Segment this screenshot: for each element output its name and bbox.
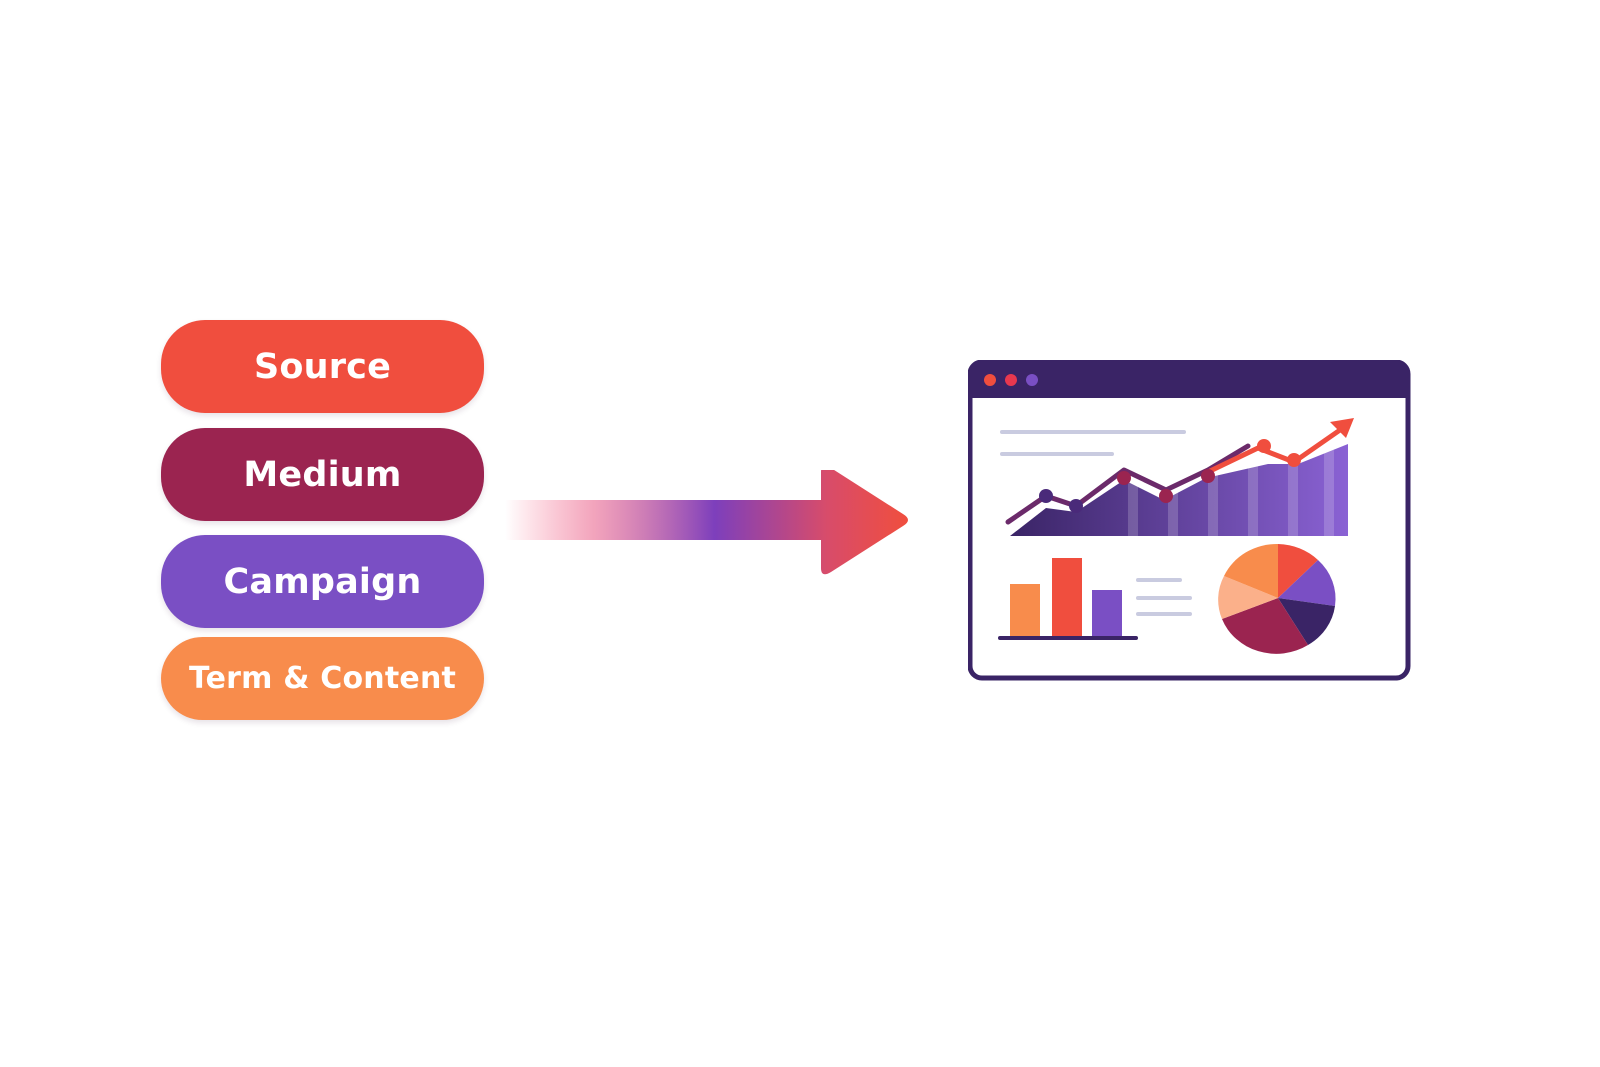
arrow-shape — [505, 470, 908, 575]
window-dot-red-icon — [984, 374, 996, 386]
trend-line-accent — [1205, 427, 1343, 475]
bar-orange — [1010, 584, 1040, 636]
window-dot-purple-icon — [1026, 374, 1038, 386]
right-arrow-icon — [505, 470, 908, 575]
source-pill: Source — [161, 320, 484, 413]
area-chart-fill — [1010, 444, 1348, 536]
window-dot-crimson-icon — [1005, 374, 1017, 386]
campaign-pill: Campaign — [161, 535, 484, 628]
trend-arrowhead-icon — [1330, 418, 1354, 438]
bar-red — [1052, 558, 1082, 636]
area-chart-bands — [1128, 450, 1334, 536]
pie-chart — [1218, 543, 1336, 654]
term-content-pill: Term & Content — [161, 637, 484, 720]
medium-pill: Medium — [161, 428, 484, 521]
analytics-dashboard-icon — [968, 360, 1411, 681]
window-titlebar — [970, 362, 1408, 398]
trend-points — [1039, 439, 1301, 513]
bar-purple — [1092, 590, 1122, 636]
